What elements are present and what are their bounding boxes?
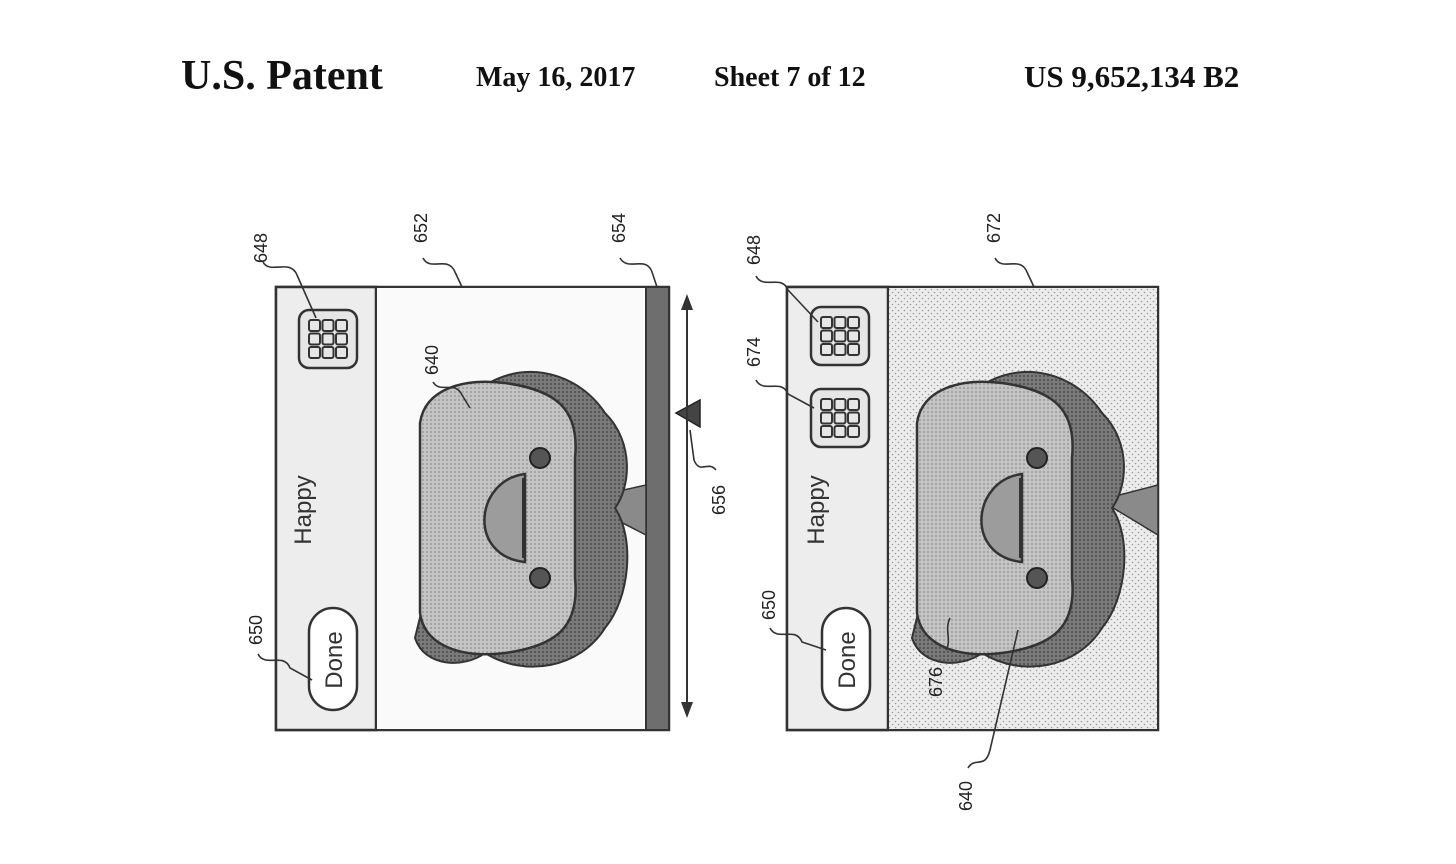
ref-648-left: 648: [251, 233, 271, 263]
mood-label: Happy: [290, 475, 317, 544]
grid-icon[interactable]: [297, 308, 359, 370]
ref-676: 676: [926, 667, 946, 697]
ref-656: 656: [709, 485, 729, 515]
grid-icon-alt[interactable]: [809, 387, 871, 449]
sheet-number: Sheet 7 of 12: [714, 62, 866, 93]
ref-654: 654: [609, 213, 629, 243]
figure-left: Happy Done 648 652 654 640 656 650: [246, 213, 729, 732]
patent-date: May 16, 2017: [476, 62, 636, 93]
avatar-face-right: [910, 370, 1159, 668]
patent-title: U.S. Patent: [181, 53, 383, 99]
mood-label-right: Happy: [803, 475, 830, 544]
ref-650-right: 650: [759, 590, 779, 620]
patent-number: US 9,652,134 B2: [1024, 59, 1240, 94]
avatar-face-left: [413, 370, 647, 668]
ref-652: 652: [411, 213, 431, 243]
done-button-label-right: Done: [834, 631, 861, 688]
double-arrow-icon: [681, 294, 693, 718]
ref-650-left: 650: [246, 615, 266, 645]
figure-right: Happy Done 648 672 674 650 676 640: [744, 213, 1160, 811]
ref-648-right: 648: [744, 235, 764, 265]
done-button-label: Done: [321, 631, 348, 688]
done-button-left[interactable]: Done: [307, 606, 359, 712]
ref-640-right: 640: [956, 781, 976, 811]
grid-icon[interactable]: [809, 305, 871, 367]
ref-672: 672: [984, 213, 1004, 243]
ref-640-left: 640: [422, 345, 442, 375]
done-button-right[interactable]: Done: [820, 606, 872, 712]
slider-bar[interactable]: [645, 286, 670, 731]
ref-674: 674: [744, 337, 764, 367]
